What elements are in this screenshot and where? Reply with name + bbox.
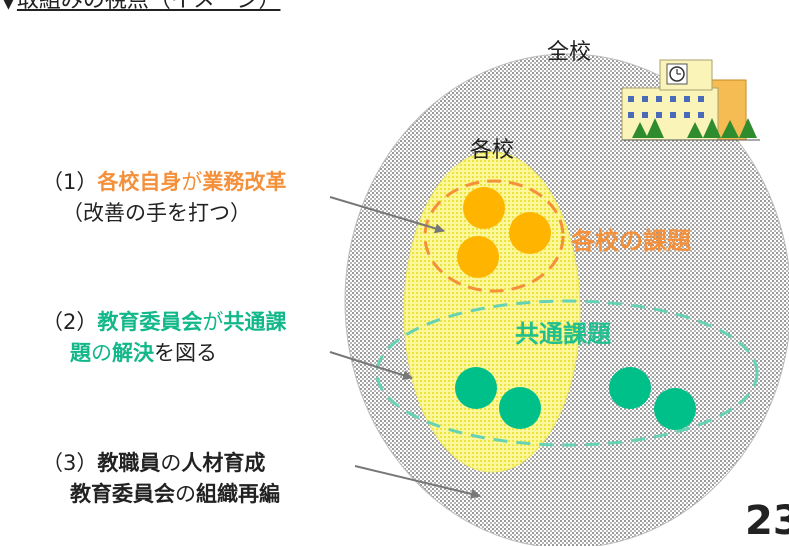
item-number: （2） — [42, 310, 98, 334]
whole-school-label: 全校 — [547, 40, 592, 65]
item-3-line2: 教育委員会の組織再編 — [42, 479, 280, 510]
item-keyword: 業務改革 — [202, 170, 287, 194]
item-keyword: 解決 — [112, 341, 154, 365]
each-school-issue-label: 各校の課題 — [571, 227, 691, 255]
item-2: （2）教育委員会が共通課 題の解決を図る — [42, 307, 286, 369]
common-issue-boundary — [375, 299, 759, 447]
item-keyword: 共通課 — [223, 310, 287, 334]
item-3-line1: （3）教職員の人材育成 — [42, 448, 280, 479]
common-issue-dot — [499, 387, 541, 429]
issue-dot — [509, 212, 551, 254]
page-number: 23 — [745, 498, 789, 544]
common-issue-label: 共通課題 — [515, 320, 611, 348]
item-2-line2: 題の解決を図る — [42, 338, 286, 369]
item-keyword: 各校自身 — [97, 170, 182, 194]
common-issue-dot — [455, 367, 497, 409]
item-particle: が — [202, 310, 224, 334]
common-issue-dot — [609, 367, 651, 409]
common-issue-dot — [654, 388, 696, 430]
each-school-issue-boundary — [423, 179, 565, 293]
item-keyword: 教育委員会 — [97, 310, 203, 334]
item-text: を図る — [154, 341, 217, 365]
item-text: （改善の手を打つ） — [62, 201, 251, 225]
item-particle: の — [91, 341, 112, 365]
item-number: （3） — [42, 451, 98, 475]
issue-dot — [457, 236, 499, 278]
item-1: （1）各校自身が業務改革 （改善の手を打つ） — [42, 167, 286, 229]
title-marker: ▼ — [0, 0, 17, 13]
item-keyword: 組織再編 — [196, 482, 280, 506]
arrow-item-3 — [354, 465, 481, 499]
item-number: （1） — [42, 170, 98, 194]
item-particle: の — [160, 451, 182, 475]
item-keyword: 題 — [70, 341, 91, 365]
arrow-item-1 — [329, 196, 445, 234]
title-text: 取組みの視点（イメージ） — [16, 0, 281, 13]
item-keyword: 教職員 — [97, 451, 161, 475]
item-1-line2: （改善の手を打つ） — [42, 198, 286, 229]
school-building-icon — [621, 59, 760, 141]
item-keyword: 教育委員会 — [70, 482, 175, 506]
arrow-item-2 — [329, 351, 413, 381]
item-particle: の — [175, 482, 196, 506]
item-keyword: 人材育成 — [181, 451, 266, 475]
issue-dot — [463, 187, 505, 229]
page-title: ▼取組みの視点（イメージ） — [0, 0, 280, 16]
each-school-label: 各校 — [470, 138, 515, 163]
item-particle: が — [181, 170, 203, 194]
item-1-line1: （1）各校自身が業務改革 — [42, 167, 286, 198]
item-2-line1: （2）教育委員会が共通課 — [42, 307, 286, 338]
item-3: （3）教職員の人材育成 教育委員会の組織再編 — [42, 448, 280, 510]
